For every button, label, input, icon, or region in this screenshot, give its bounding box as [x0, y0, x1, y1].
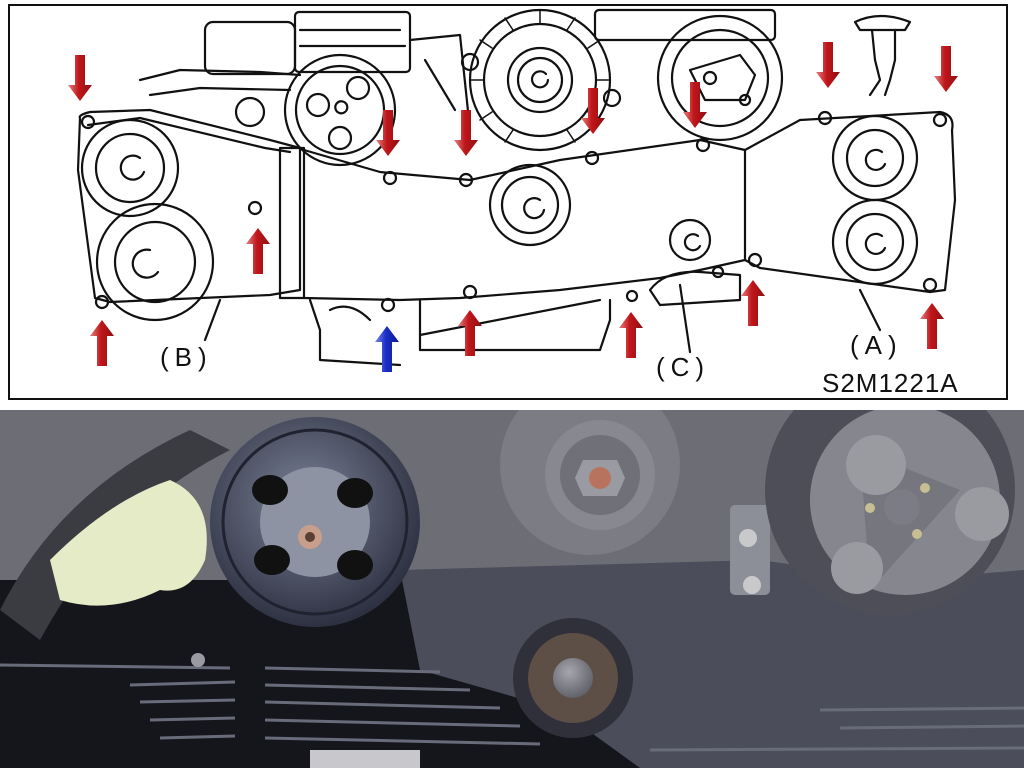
red-down-arrow-icon — [68, 55, 92, 101]
label-cover-c: (C) — [656, 352, 711, 382]
red-down-arrow-icon — [454, 110, 478, 156]
timing-cover-diagram: (B) (C) (A) S2M1221A — [8, 4, 1008, 400]
red-up-arrow-icon — [458, 310, 482, 356]
label-cover-b: (B) — [160, 342, 213, 372]
diagram-frame — [8, 4, 1008, 400]
red-down-arrow-icon — [816, 42, 840, 88]
red-up-arrow-icon — [619, 312, 643, 358]
red-up-arrow-icon — [920, 303, 944, 349]
blue-up-arrow-icon — [375, 326, 399, 372]
engine-line-drawing — [76, 8, 957, 367]
red-down-arrow-icon — [376, 110, 400, 156]
red-down-arrow-icon — [934, 46, 958, 92]
engine-photo-illustration — [0, 410, 1024, 768]
engine-photo — [0, 410, 1024, 768]
red-down-arrow-icon — [683, 82, 707, 128]
red-up-arrow-icon — [90, 320, 114, 366]
red-up-arrow-icon — [741, 280, 765, 326]
red-up-arrow-icon — [246, 228, 270, 274]
figure-code: S2M1221A — [822, 368, 959, 398]
label-cover-a: (A) — [850, 330, 903, 360]
red-down-arrow-icon — [581, 88, 605, 134]
